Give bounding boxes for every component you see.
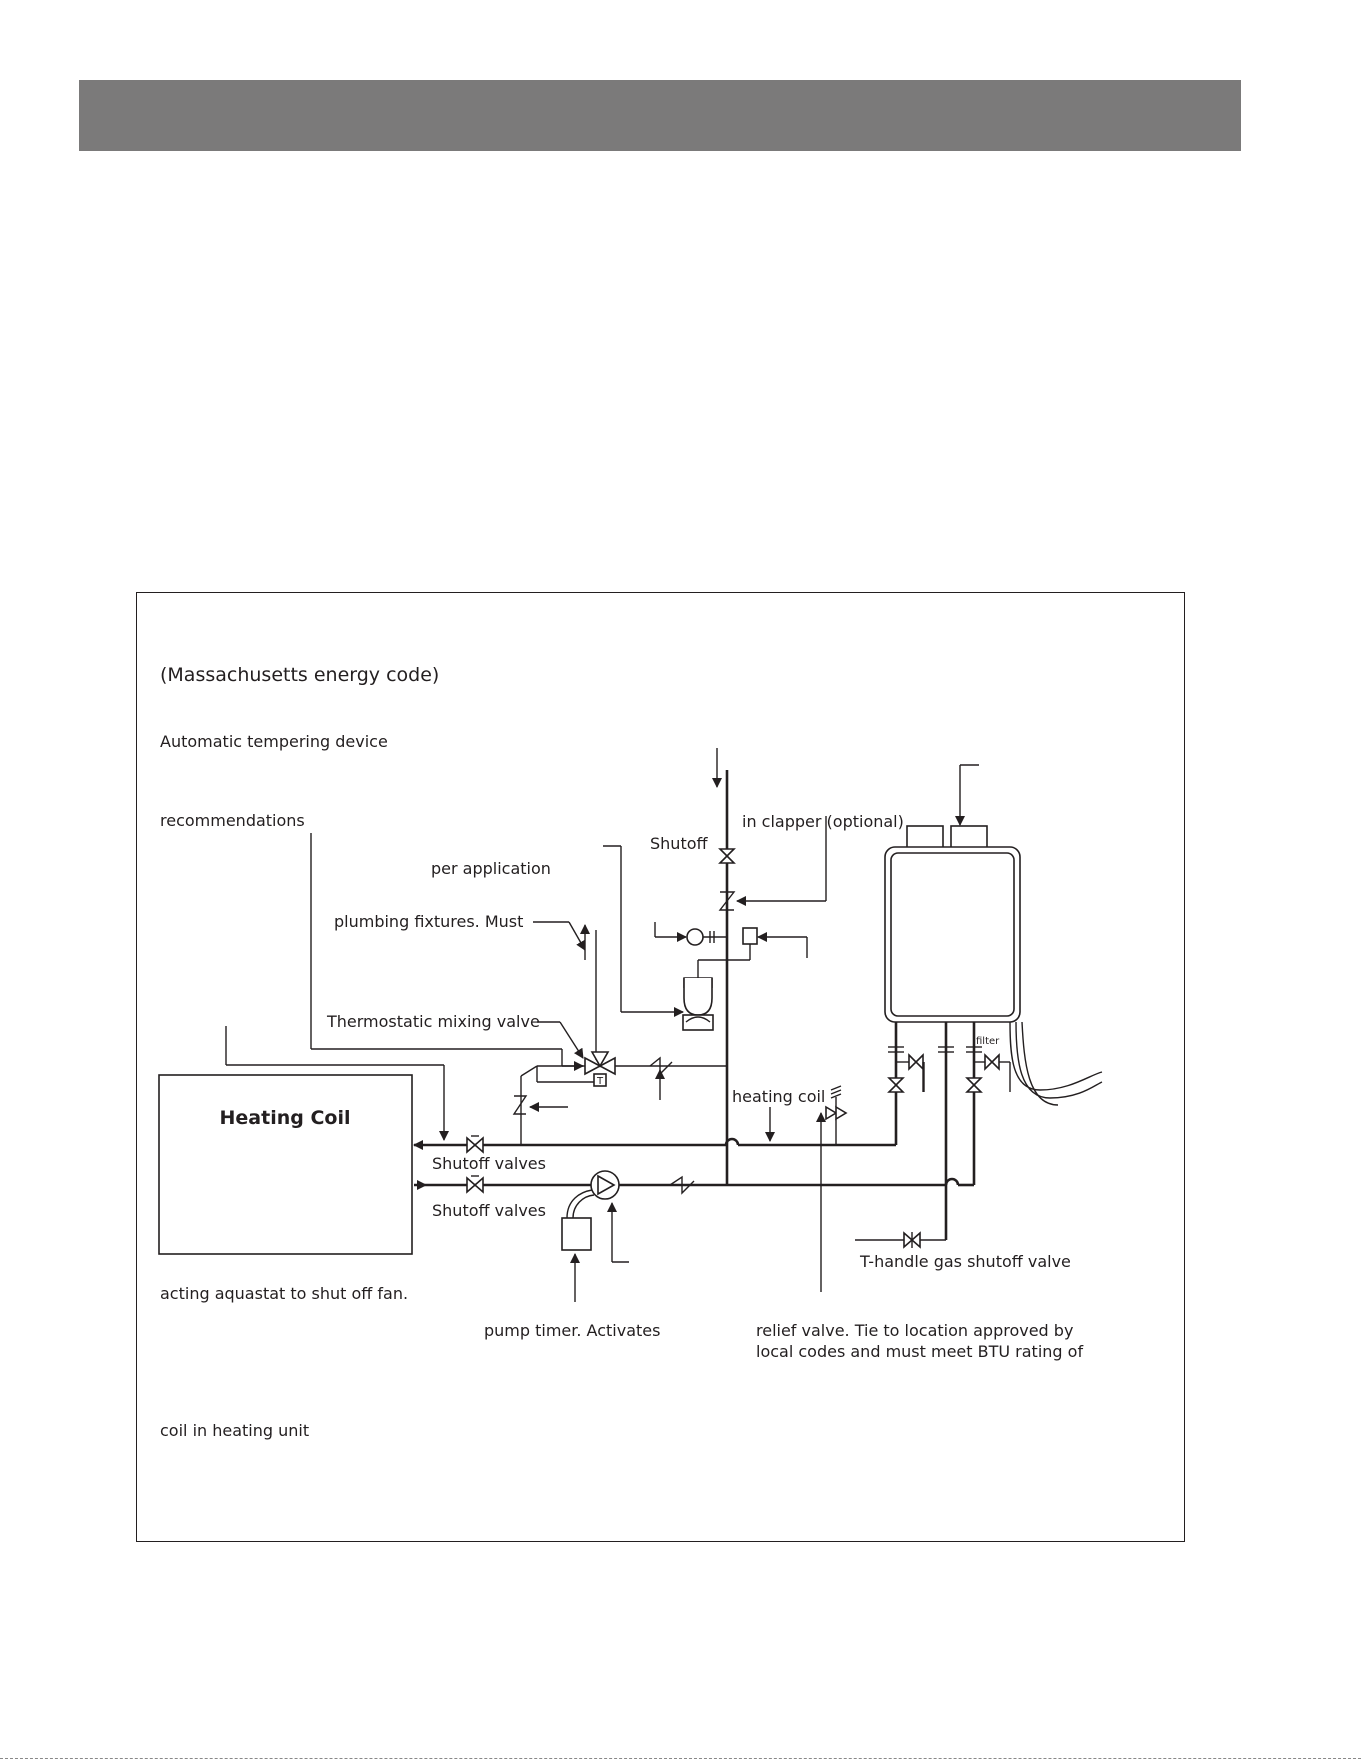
water-heater-unit [884,825,1103,1106]
label-t-handle-gas-shutoff: T-handle gas shutoff valve [859,1252,1071,1271]
pump-timer-box [561,1189,595,1251]
shutoff-valve-lower [466,1175,484,1194]
diagram-frame [136,592,1185,1542]
check-valve-branch [512,1095,528,1115]
thermometer-box [727,927,758,961]
massachusetts-note: (Massachusetts energy code) [160,664,439,686]
label-relief-valve-2: local codes and must meet BTU rating of [756,1342,1083,1361]
leader-lines [225,748,979,1302]
label-thermostatic-mixing-valve: Thermostatic mixing valve [326,1012,540,1031]
label-recommendations: recommendations [160,811,305,830]
heating-coil-title: Heating Coil [220,1107,351,1129]
backflow-preventer [718,891,736,911]
label-relief-valve-1: relief valve. Tie to location approved b… [756,1321,1073,1340]
svg-text:T: T [596,1076,604,1087]
expansion-tank [682,959,727,1031]
shutoff-valve-cold [718,848,736,864]
check-valve-mixing [649,1056,673,1076]
relief-valve-symbol [825,1085,848,1145]
label-pump-timer: pump timer. Activates [484,1321,660,1340]
header-bar [79,80,1241,151]
label-plumbing-fixtures: plumbing fixtures. Must [334,912,523,931]
label-heating-coil-line: heating coil [732,1087,825,1106]
label-shutoff-valves-lower: Shutoff valves [432,1201,546,1220]
label-automatic-tempering-device: Automatic tempering device [160,732,388,751]
check-valve-return [669,1175,695,1195]
heating-coil-box [158,1074,413,1255]
footer-rule [0,1758,1361,1759]
shutoff-valve-upper [466,1135,484,1154]
label-per-application: per application [431,859,551,878]
pressure-gauge [686,928,727,946]
gas-shutoff-valve [903,1231,921,1249]
label-coil-in-heating-unit: coil in heating unit [160,1421,309,1440]
label-shutoff: Shutoff [650,834,709,853]
label-acting-aquastat: acting aquastat to shut off fan. [160,1284,408,1303]
filter-label: filter [976,1036,1000,1047]
label-shutoff-valves-upper: Shutoff valves [432,1154,546,1173]
label-in-clapper: in clapper (optional) [742,812,904,831]
thermostatic-mixing-valve-symbol: T [584,1051,616,1087]
circulator-pump [590,1170,620,1200]
heater-valves [887,1046,1011,1093]
